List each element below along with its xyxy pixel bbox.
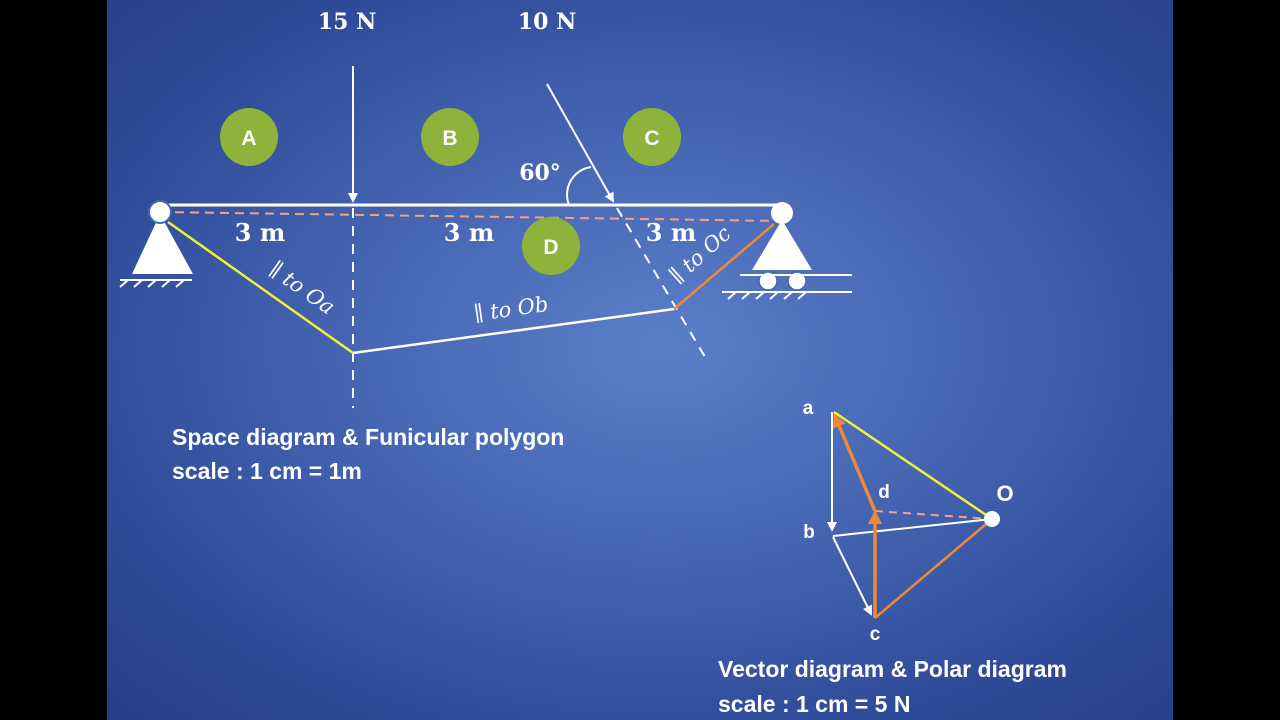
ray-od (874, 510, 993, 520)
space-circle-a: A (220, 108, 278, 166)
ray-parallel-oa (167, 220, 354, 355)
ray-ob (832, 518, 993, 537)
space-label-a: A (241, 127, 256, 150)
point-label-c: c (870, 624, 881, 645)
force-15n-label: 15 N (318, 9, 376, 35)
point-label-a: a (803, 398, 814, 419)
space-diagram-scale: scale : 1 cm = 1m (172, 458, 362, 484)
angle-label: 60° (519, 160, 561, 186)
vector-diagram-title: Vector diagram & Polar diagram (718, 656, 1067, 682)
label-parallel-ob: ∥ to Ob (472, 292, 549, 326)
space-label-b: B (442, 127, 457, 150)
label-parallel-oa: ∥ to Oa (265, 257, 339, 319)
force-10n-arrow (546, 83, 614, 203)
pole-point (984, 511, 1000, 527)
ray-parallel-ob (352, 307, 675, 355)
point-label-b: b (803, 522, 815, 543)
vector-bc (832, 536, 872, 616)
line-of-action-10n (616, 207, 709, 363)
span-label-3: 3 m (646, 218, 696, 247)
space-diagram-title: Space diagram & Funicular polygon (172, 424, 565, 450)
left-pin-support (119, 200, 193, 288)
angle-arc (566, 166, 592, 206)
ray-oa (833, 410, 993, 521)
space-label-d: D (543, 236, 558, 259)
right-roller-support (722, 202, 852, 300)
point-label-o: O (996, 481, 1013, 506)
closing-line (159, 211, 783, 222)
ray-oc (874, 518, 993, 619)
point-label-d: d (878, 482, 890, 503)
space-label-c: C (644, 127, 659, 150)
space-circle-d: D (522, 217, 580, 275)
space-circle-b: B (421, 108, 479, 166)
reaction-da (832, 413, 877, 512)
span-label-1: 3 m (235, 218, 285, 247)
force-10n-label: 10 N (518, 9, 576, 35)
space-circle-c: C (623, 108, 681, 166)
span-label-2: 3 m (444, 218, 494, 247)
slide: A B C D 15 N 10 N 60° 3 m 3 m 3 m ∥ to O… (107, 0, 1173, 720)
diagram-canvas: A B C D 15 N 10 N 60° 3 m 3 m 3 m ∥ to O… (119, 9, 1014, 645)
vector-diagram-scale: scale : 1 cm = 5 N (718, 691, 911, 717)
ray-parallel-oc (673, 223, 775, 310)
